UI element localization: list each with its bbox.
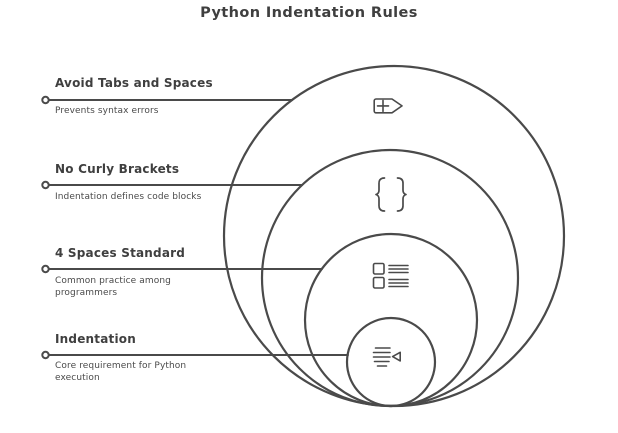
- connector-bullet: [41, 350, 50, 360]
- connector-bullet: [41, 95, 50, 105]
- ring-circle-four-spaces: [303, 232, 479, 408]
- page-title: Python Indentation Rules: [200, 5, 418, 21]
- ring-heading-avoid-tabs: Avoid Tabs and Spaces: [55, 76, 213, 90]
- ring-description-four-spaces: Common practice among programmers: [55, 276, 171, 298]
- ring-description-avoid-tabs: Prevents syntax errors: [55, 106, 159, 116]
- connector-bullet: [41, 264, 50, 274]
- ring-heading-no-curly: No Curly Brackets: [55, 162, 180, 176]
- ring-description-no-curly: Indentation defines code blocks: [55, 192, 202, 202]
- tag-plus-icon: [373, 98, 403, 114]
- list-items-icon: [372, 262, 409, 289]
- ring-description-indentation: Core requirement for Python execution: [55, 361, 187, 383]
- ring-circle-indentation: [345, 316, 437, 408]
- curly-brackets-icon: [375, 177, 407, 212]
- ring-heading-indentation: Indentation: [55, 332, 136, 346]
- connector-bullet: [41, 180, 50, 190]
- ring-heading-four-spaces: 4 Spaces Standard: [55, 246, 186, 260]
- ring-circle-no-curly: [260, 148, 520, 408]
- indent-left-icon: [372, 347, 401, 367]
